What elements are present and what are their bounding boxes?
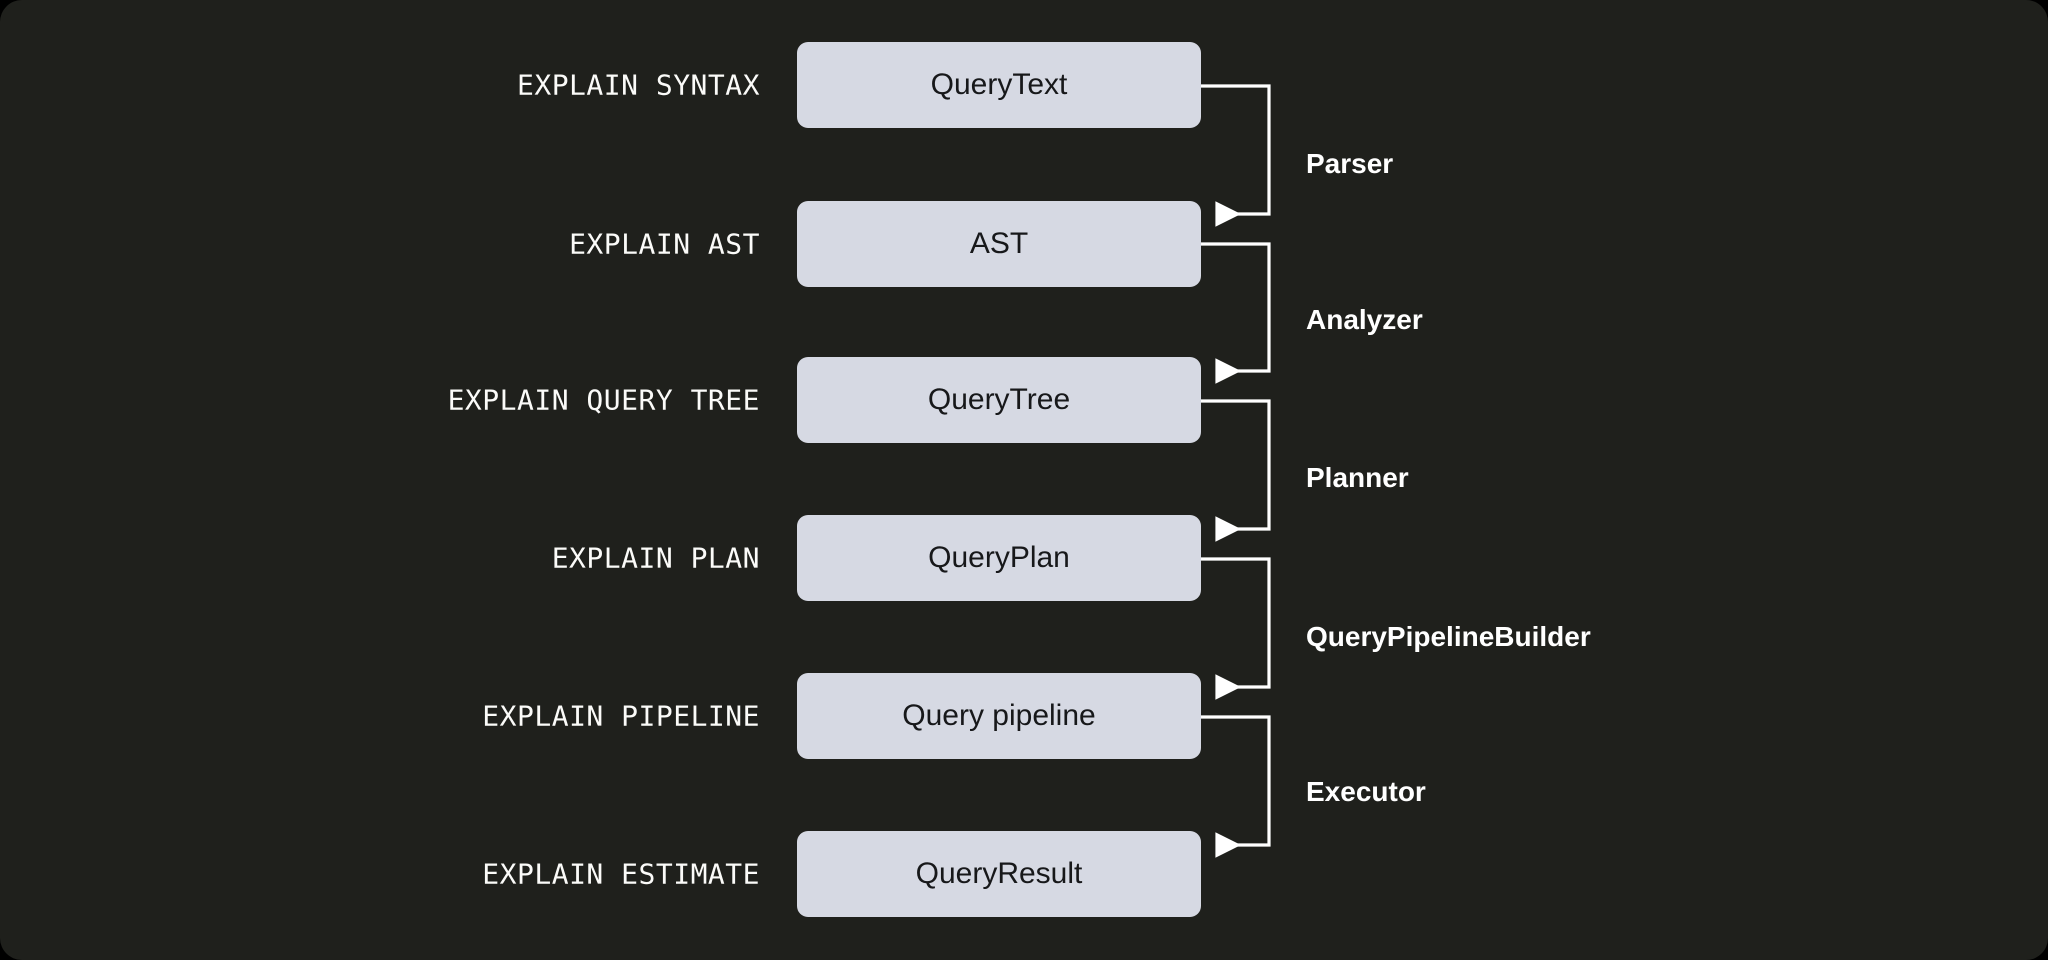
node-label: QueryPlan — [928, 541, 1070, 574]
node-box-querytree[interactable]: QueryTree — [797, 357, 1201, 443]
node-box-query-pipeline[interactable]: Query pipeline — [797, 673, 1201, 759]
explain-label-plan: EXPLAIN PLAN — [551, 541, 760, 575]
node-box-queryplan[interactable]: QueryPlan — [797, 515, 1201, 601]
connector-planner — [1201, 399, 1271, 542]
node-box-queryresult[interactable]: QueryResult — [797, 831, 1201, 917]
node-label: QueryText — [930, 68, 1068, 101]
explain-label-syntax: EXPLAIN SYNTAX — [516, 68, 760, 102]
connector-executor — [1201, 715, 1271, 858]
explain-label-pipeline: EXPLAIN PIPELINE — [482, 699, 760, 733]
explain-label-query-tree: EXPLAIN QUERY TREE — [447, 383, 760, 417]
component-label-executor: Executor — [1306, 776, 1426, 807]
node-label: AST — [969, 227, 1029, 260]
node-label: QueryResult — [915, 857, 1083, 890]
node-label: Query pipeline — [902, 699, 1096, 732]
component-label-querypipelinebuilder: QueryPipelineBuilder — [1306, 621, 1591, 652]
connector-querypipelinebuilder — [1201, 557, 1271, 700]
node-box-querytext[interactable]: QueryText — [797, 42, 1201, 128]
connector-analyzer — [1201, 242, 1271, 384]
component-label-analyzer: Analyzer — [1306, 304, 1423, 335]
component-label-parser: Parser — [1306, 148, 1394, 179]
connector-parser — [1201, 84, 1271, 227]
explain-label-ast: EXPLAIN AST — [569, 227, 760, 261]
node-label: QueryTree — [927, 383, 1071, 416]
node-box-ast[interactable]: AST — [797, 201, 1201, 287]
component-label-planner: Planner — [1306, 462, 1409, 493]
explain-label-estimate: EXPLAIN ESTIMATE — [482, 857, 760, 891]
